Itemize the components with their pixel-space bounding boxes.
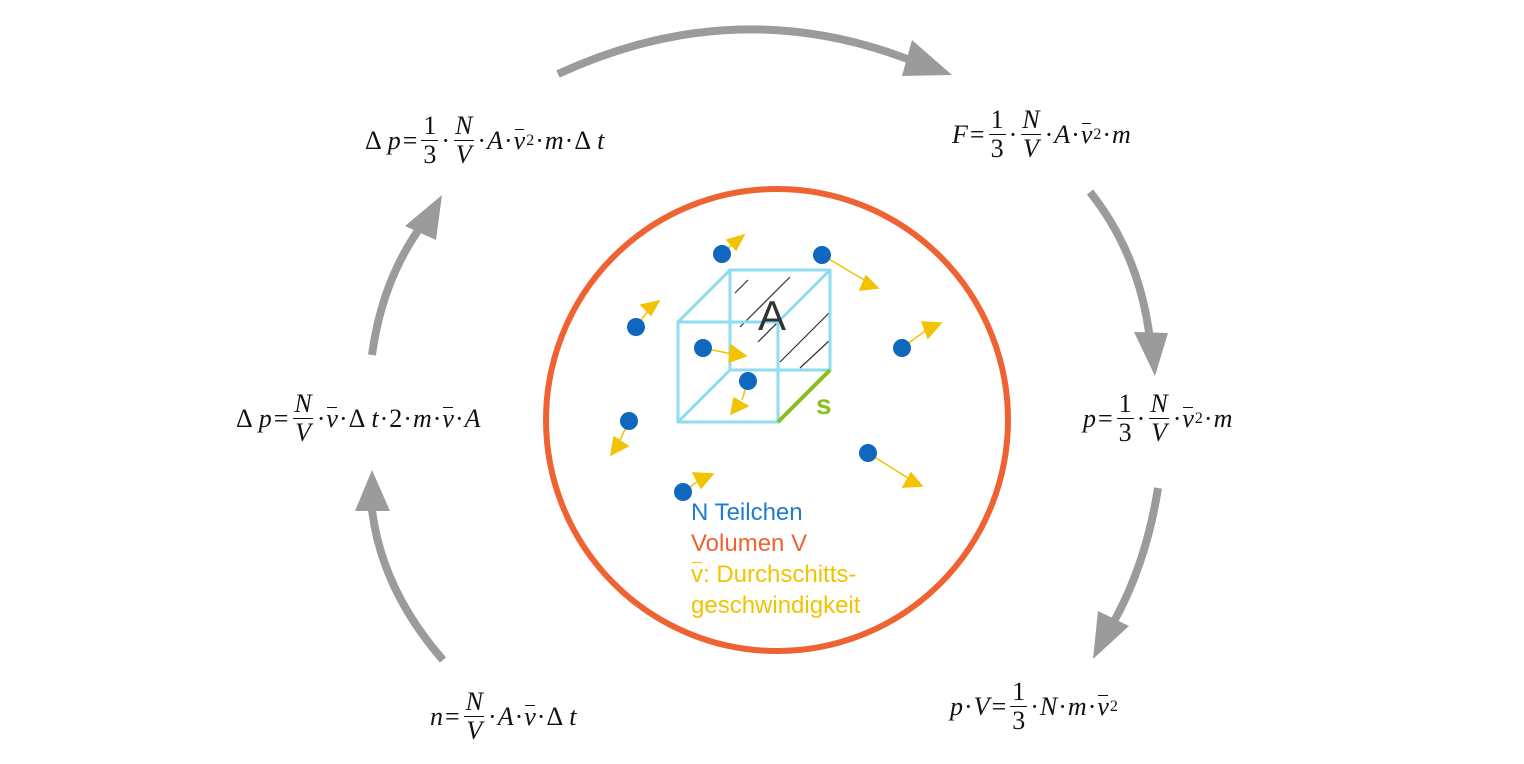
legend-velocity-text: : Durchschitts- [703, 561, 857, 588]
particle-icon [694, 339, 712, 357]
legend-velocity-line2: geschwindigkeit [691, 592, 861, 619]
cycle-arrow-right-lower [1108, 487, 1162, 627]
cube-face-label: A [758, 292, 786, 339]
particle-icon [893, 339, 911, 357]
velocity-arrow-icon [920, 321, 943, 340]
cycle-arrows [368, 25, 1162, 663]
cycle-arrow-right-upper [1086, 189, 1154, 341]
particles [620, 245, 911, 501]
cube-edge-label: s [816, 389, 832, 420]
cycle-arrow-top [556, 25, 922, 78]
volume-circle [543, 186, 1011, 654]
cube-edges [676, 268, 832, 424]
velocity-arrow-icon [728, 343, 748, 364]
particle-icon [627, 318, 645, 336]
cycle-arrow-icon [902, 40, 952, 76]
velocity-arrow-icon [901, 471, 924, 488]
velocity-arrow-icon [639, 299, 661, 317]
particle-icon [813, 246, 831, 264]
cycle-arrow-icon [1093, 611, 1129, 659]
particle-icon [620, 412, 638, 430]
cycle-arrow-icon [1134, 332, 1168, 376]
velocity-arrow-icon [725, 233, 746, 252]
velocity-arrow-icon [729, 396, 750, 416]
particle-icon [859, 444, 877, 462]
legend-particles: N Teilchen [691, 499, 803, 526]
particle-icon [739, 372, 757, 390]
velocity-arrows [610, 233, 943, 493]
velocity-arrow-icon [858, 274, 880, 291]
cycle-arrow-bottom-left [368, 509, 447, 663]
cube-s-edge [776, 368, 832, 424]
particle-icon [674, 483, 692, 501]
legend-velocity-symbol: v [691, 561, 703, 588]
particle-icon [713, 245, 731, 263]
legend-volume: Volumen V [691, 530, 808, 557]
legend-velocity: v: Durchschitts- [691, 559, 856, 590]
cycle-arrow-heads [355, 40, 1168, 659]
cube [676, 268, 832, 424]
cycle-arrow-icon [355, 470, 390, 511]
velocity-arrow-icon [610, 435, 630, 457]
velocity-arrow-icon [691, 472, 715, 490]
cycle-arrow-left-upper [368, 222, 426, 356]
cycle-arrow-icon [405, 195, 442, 240]
